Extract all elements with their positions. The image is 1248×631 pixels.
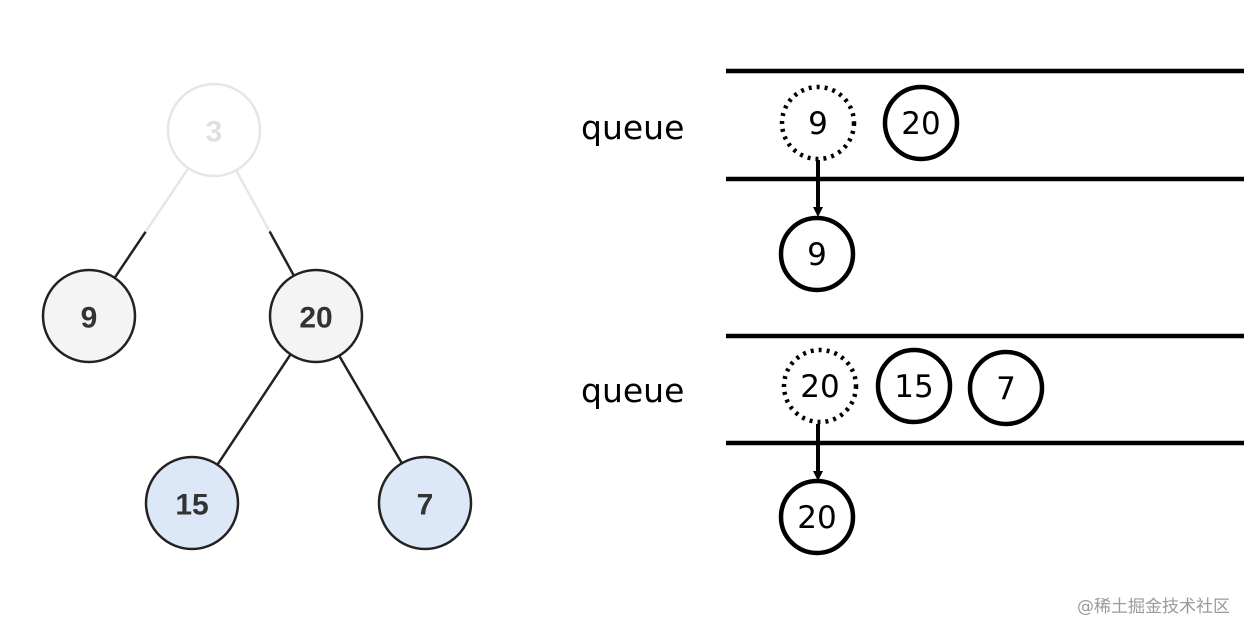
tree-node-20-circle bbox=[268, 268, 364, 364]
queue-2-item-2-circle bbox=[875, 347, 953, 425]
queue-1-item-1-label: 9 bbox=[808, 106, 828, 142]
queue-2-output-circle bbox=[778, 478, 856, 556]
queue-panel-1: queue 9 20 9 bbox=[581, 68, 1244, 293]
queue-2-item-2-label: 15 bbox=[894, 369, 933, 405]
queue-2-label: queue bbox=[581, 371, 684, 410]
queue-1-label: queue bbox=[581, 108, 684, 147]
queue-2-output-label: 20 bbox=[797, 500, 836, 536]
tree-edge-faded bbox=[144, 167, 190, 233]
queue-2-item-3-label: 7 bbox=[996, 371, 1016, 407]
tree-node-3-circle bbox=[166, 82, 262, 178]
tree-node-3-label: 3 bbox=[206, 116, 223, 149]
queue-2-item: 15 bbox=[875, 347, 953, 425]
queue-2-item-1-label: 20 bbox=[800, 369, 839, 405]
tree-node-15-label: 15 bbox=[175, 489, 208, 522]
queue-1-item-dequeued: 9 bbox=[779, 84, 857, 162]
queue-1-item-2-label: 20 bbox=[901, 106, 940, 142]
tree-edge-faded bbox=[235, 169, 271, 233]
tree-node-7: 7 bbox=[377, 455, 473, 551]
tree-node-9: 9 bbox=[41, 268, 137, 364]
tree-edge bbox=[216, 353, 292, 466]
queue-2-item-dequeued: 20 bbox=[781, 347, 859, 425]
queue-1-item-2-circle bbox=[882, 84, 960, 162]
binary-tree: 3 9 20 15 7 bbox=[41, 82, 473, 551]
queue-2-item-3-circle bbox=[967, 349, 1045, 427]
tree-edges bbox=[113, 167, 403, 466]
tree-edge bbox=[338, 355, 403, 464]
tree-edge bbox=[268, 230, 295, 277]
watermark: @稀土掘金技术社区 bbox=[1077, 597, 1230, 617]
tree-node-9-label: 9 bbox=[81, 302, 98, 335]
queue-panel-2: queue 20 15 7 20 bbox=[581, 333, 1244, 556]
tree-nodes: 3 9 20 15 7 bbox=[41, 82, 473, 551]
queue-1-output-label: 9 bbox=[807, 237, 827, 273]
tree-node-15: 15 bbox=[144, 455, 240, 551]
tree-node-20: 20 bbox=[268, 268, 364, 364]
tree-node-7-circle bbox=[377, 455, 473, 551]
queue-2-item: 7 bbox=[967, 349, 1045, 427]
tree-node-9-circle bbox=[41, 268, 137, 364]
queue-2-output: 20 bbox=[778, 478, 856, 556]
tree-node-20-label: 20 bbox=[299, 302, 332, 335]
tree-node-15-circle bbox=[144, 455, 240, 551]
queue-2-item-1-circle bbox=[781, 347, 859, 425]
queue-1-item-1-circle bbox=[779, 84, 857, 162]
queue-1-item: 20 bbox=[882, 84, 960, 162]
tree-edge bbox=[113, 231, 147, 279]
tree-node-7-label: 7 bbox=[417, 489, 434, 522]
tree-node-3: 3 bbox=[166, 82, 262, 178]
queue-1-output: 9 bbox=[778, 215, 856, 293]
queue-1-output-circle bbox=[778, 215, 856, 293]
